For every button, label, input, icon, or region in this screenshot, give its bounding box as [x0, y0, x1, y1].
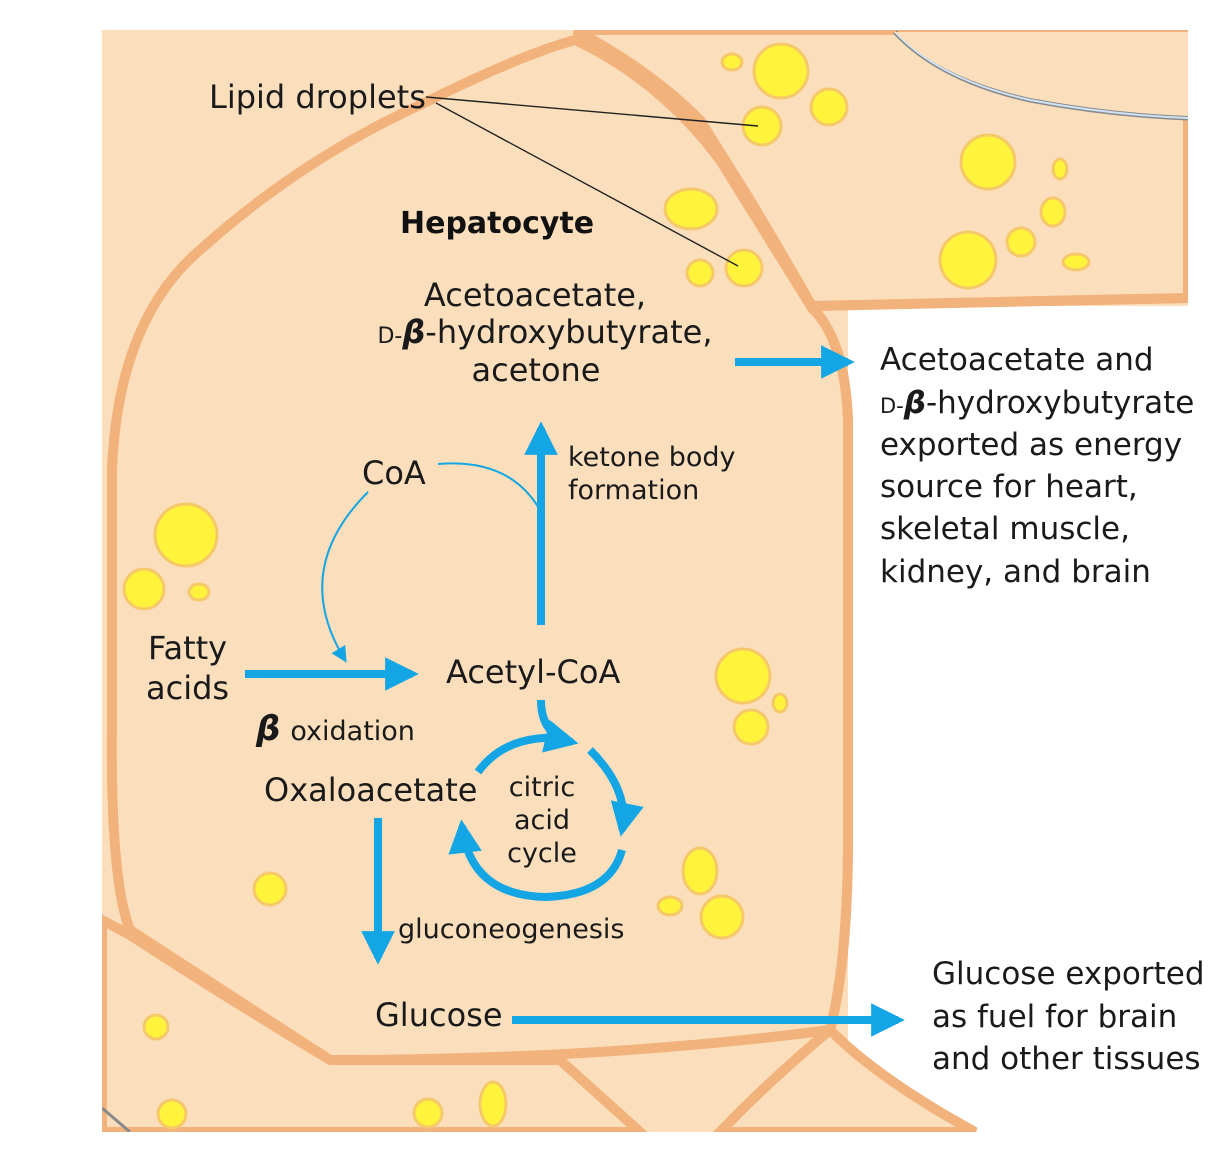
- ketone-body-formation-line2: formation: [568, 475, 699, 506]
- lipid-droplet: [122, 567, 166, 611]
- lipid-droplet: [412, 1097, 444, 1129]
- fatty-acids-label: Fatty acids: [146, 629, 229, 707]
- lipid-droplet: [663, 187, 719, 231]
- lipid-droplet: [741, 105, 783, 147]
- lipid-droplet: [685, 258, 715, 288]
- ketone-products-line1: Acetoacetate,: [424, 276, 646, 314]
- gluconeogenesis-label: gluconeogenesis: [398, 914, 624, 945]
- lipid-droplet: [1051, 157, 1069, 181]
- lipid-droplet: [156, 1098, 188, 1130]
- glucose-exported-line1: Glucose exported: [932, 956, 1205, 992]
- lipid-droplet: [681, 846, 719, 896]
- coa-uptake-arc: [321, 491, 369, 663]
- exported-ketones-line4: source for heart,: [880, 469, 1138, 505]
- ketone-body-formation-label: ketone body formation: [568, 442, 735, 506]
- ketone-products-label: Acetoacetate, D-β-hydroxybutyrate, aceto…: [377, 276, 712, 389]
- citric-acid-cycle-arc-right: [587, 747, 644, 837]
- coa-label: CoA: [362, 454, 426, 492]
- citric-acid-cycle-line1: citric: [509, 772, 575, 803]
- lipid-droplets: [122, 42, 1091, 1130]
- citric-acid-cycle-arc-top: [474, 733, 561, 775]
- lipid-droplet: [1061, 252, 1091, 272]
- lipid-droplet: [720, 52, 744, 72]
- lipid-droplet: [732, 708, 770, 746]
- lipid-droplet: [153, 502, 219, 568]
- lipid-droplet: [938, 230, 998, 290]
- lipid-droplet-leaders: [425, 96, 759, 267]
- fatty-acids-line1: Fatty: [148, 629, 227, 667]
- lipid-droplet: [1039, 196, 1067, 228]
- oxaloacetate-label: Oxaloacetate: [264, 771, 477, 809]
- lipid-droplet: [252, 871, 288, 907]
- neighbor-cell-bottom-left: [102, 914, 648, 1132]
- exported-ketones-line5: skeletal muscle,: [880, 511, 1130, 547]
- coa-release-arc: [437, 462, 541, 511]
- fatty-acids-line2: acids: [146, 669, 229, 707]
- lipid-droplet: [1005, 226, 1037, 258]
- ketone-products-line3: acetone: [472, 351, 601, 389]
- lipid-droplet: [724, 248, 764, 288]
- glucose-label: Glucose: [375, 996, 503, 1034]
- glucose-exported-line2: as fuel for brain: [932, 999, 1177, 1035]
- lipid-droplet: [714, 647, 772, 705]
- lipid-droplet: [771, 692, 789, 714]
- citric-acid-cycle-arc-bottom: [448, 819, 626, 902]
- ketone-products-line2: D-β-hydroxybutyrate,: [377, 313, 712, 351]
- lipid-droplet: [187, 582, 211, 602]
- lipid-droplet: [699, 894, 745, 940]
- citric-acid-cycle-line3: cycle: [507, 838, 577, 869]
- hepatocyte-label: Hepatocyte: [400, 206, 594, 241]
- exported-ketones-label: Acetoacetate and D-β-hydroxybutyrate exp…: [880, 342, 1194, 590]
- lipid-droplet: [478, 1080, 508, 1128]
- acetyl-coa-into-cycle-arrow: [537, 699, 579, 753]
- pathway-arrows: [245, 345, 905, 1037]
- lipid-droplet: [809, 87, 849, 127]
- citric-acid-cycle-label: citric acid cycle: [507, 772, 577, 869]
- glucose-exported-line3: and other tissues: [932, 1041, 1201, 1077]
- glucose-exported-label: Glucose exported as fuel for brain and o…: [932, 956, 1205, 1077]
- acetyl-coa-label: Acetyl-CoA: [446, 653, 620, 691]
- lipid-droplet: [142, 1013, 170, 1041]
- exported-ketones-line3: exported as energy: [880, 427, 1182, 463]
- ketone-body-formation-line1: ketone body: [568, 442, 735, 473]
- lipid-droplet: [752, 42, 810, 100]
- citric-acid-cycle-line2: acid: [514, 805, 570, 836]
- lipid-droplet: [959, 133, 1017, 191]
- exported-ketones-line6: kidney, and brain: [880, 554, 1151, 590]
- exported-ketones-line2: D-β-hydroxybutyrate: [880, 385, 1194, 421]
- exported-ketones-line1: Acetoacetate and: [880, 342, 1154, 378]
- lipid-droplets-label: Lipid droplets: [209, 78, 426, 116]
- hepatocyte-cell: [106, 34, 853, 1066]
- lipid-droplet: [656, 895, 684, 917]
